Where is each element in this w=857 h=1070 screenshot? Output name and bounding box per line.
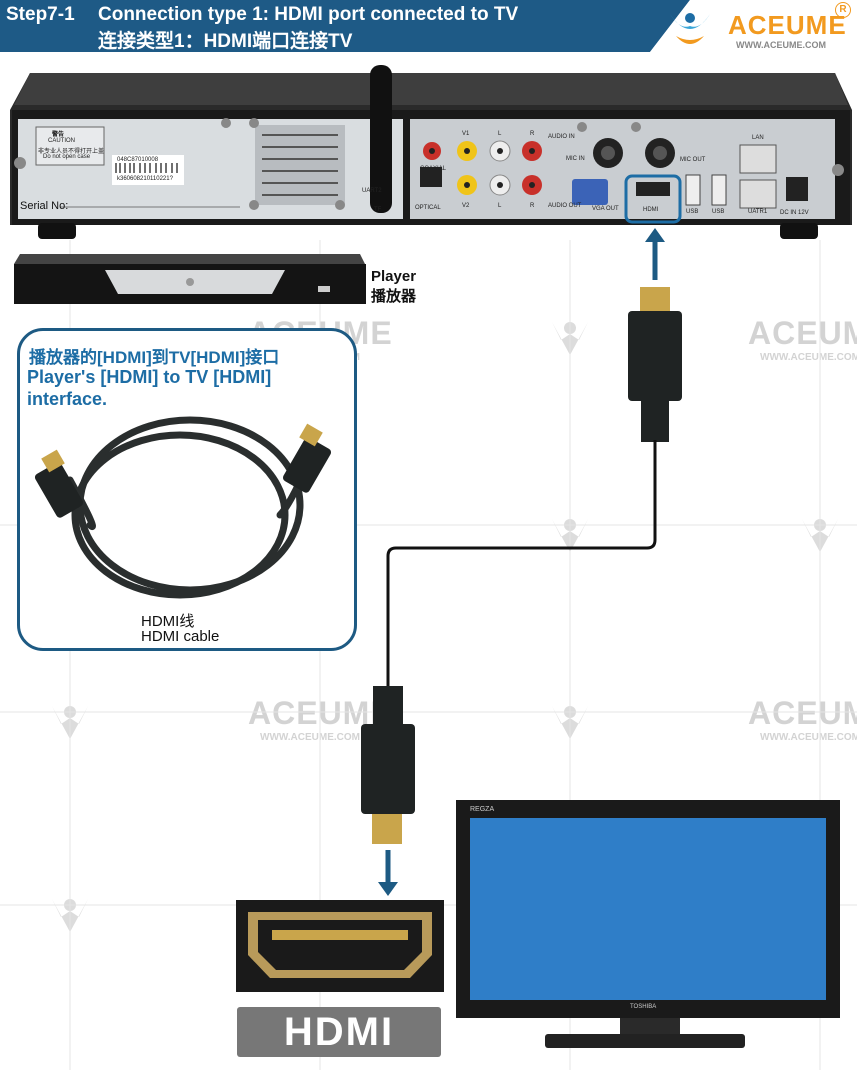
port-label-usb: USB bbox=[686, 209, 699, 215]
page-title: Connection type 1: HDMI port connected t… bbox=[98, 4, 519, 25]
port-label-r: R bbox=[530, 203, 535, 209]
brand-name: ACEUME bbox=[728, 10, 847, 40]
port-label-usb: USB bbox=[712, 209, 725, 215]
port-label-dc: DC IN 12V bbox=[780, 210, 809, 216]
caution-note-cn: 非专业人员不得打开上盖 bbox=[38, 149, 105, 155]
brand-url: WWW.ACEUME.COM bbox=[736, 40, 826, 50]
watermark-text: ACEUME bbox=[748, 315, 857, 351]
tv-image bbox=[456, 800, 840, 1048]
serial-label: Serial No: bbox=[20, 200, 69, 212]
port-label-mic-in: MIC IN bbox=[566, 156, 585, 162]
port-label-optical: OPTICAL bbox=[415, 205, 441, 211]
port-label-mic-out: MIC OUT bbox=[680, 157, 706, 163]
barcode-top-number: 048C87010008 bbox=[117, 157, 159, 163]
player-back-panel bbox=[10, 65, 852, 239]
port-label-l: L bbox=[498, 131, 502, 137]
tv-brand-regza: REGZA bbox=[470, 806, 495, 813]
watermark-url: WWW.ACEUME.COM bbox=[760, 732, 857, 743]
hdmi-plug-icon bbox=[34, 423, 332, 518]
callout-heading-en: Player's [HDMI] to TV [HDMI] bbox=[27, 367, 272, 387]
cable-label-cn: HDMI线 bbox=[141, 613, 195, 630]
port-label-vga-out: VGA OUT bbox=[592, 206, 619, 212]
port-label-uart2: UART2 bbox=[362, 188, 382, 194]
watermark-url: WWW.ACEUME.COM bbox=[760, 352, 857, 363]
step-number: Step7-1 bbox=[6, 4, 75, 25]
tv-screen bbox=[470, 818, 826, 1000]
port-label-hdmi: HDMI bbox=[643, 207, 659, 213]
caution-note-en: Do not open case bbox=[43, 154, 91, 160]
watermark-text: ACEUME bbox=[748, 695, 857, 731]
port-label-uatr1: UATR1 bbox=[748, 209, 768, 215]
port-label-coaxial: COAXIAL bbox=[420, 166, 447, 172]
hdmi-cable-coil-image bbox=[34, 416, 332, 599]
aceume-logo-icon bbox=[670, 13, 710, 44]
barcode-bottom-number: k360608210110221? bbox=[117, 176, 173, 182]
rca-jacks bbox=[420, 140, 542, 196]
port-label-audio-in: AUDIO IN bbox=[548, 134, 575, 140]
player-front-image bbox=[14, 254, 366, 304]
port-label-r: R bbox=[530, 131, 535, 137]
hdmi-port-closeup bbox=[236, 900, 444, 992]
callout-heading-en-line2: interface. bbox=[27, 389, 108, 409]
port-label-lan: LAN bbox=[752, 135, 764, 141]
page-title-cn: 连接类型1：HDMI端口连接TV bbox=[98, 31, 353, 52]
port-label-audio-out: AUDIO OUT bbox=[548, 203, 582, 209]
port-label-tf: TF bbox=[374, 207, 382, 213]
port-label-v2: V2 bbox=[462, 203, 470, 209]
hdmi-badge: HDMI bbox=[237, 1007, 441, 1057]
cable-label: HDMI cable bbox=[141, 628, 220, 645]
caution-en-label: CAUTION bbox=[48, 138, 75, 144]
port-label-l: L bbox=[498, 203, 502, 209]
tv-brand-toshiba: TOSHIBA bbox=[630, 1004, 657, 1010]
callout-heading-cn: 播放器的[HDMI]到TV[HDMI]接口 bbox=[29, 348, 280, 367]
registered-mark: R bbox=[835, 2, 851, 18]
player-label: Player bbox=[371, 268, 417, 285]
caution-cn-label: 警告 bbox=[52, 132, 65, 138]
player-label-cn: 播放器 bbox=[371, 288, 417, 305]
hdmi-port-highlight bbox=[624, 174, 682, 224]
watermark-url: WWW.ACEUME.COM bbox=[260, 732, 360, 743]
header-banner bbox=[0, 0, 710, 52]
port-label-v1: V1 bbox=[462, 131, 470, 137]
